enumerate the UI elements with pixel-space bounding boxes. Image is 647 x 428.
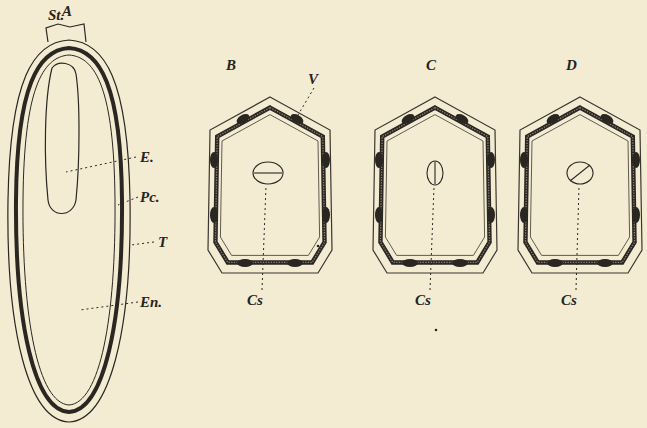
part-label: Pc. bbox=[140, 190, 160, 205]
figure-letter: B bbox=[226, 58, 236, 73]
part-label: Cs bbox=[415, 293, 431, 308]
part-label: V bbox=[308, 72, 318, 87]
figure-letter: C bbox=[426, 58, 436, 73]
figure-letter: D bbox=[566, 58, 577, 73]
part-label: E. bbox=[140, 150, 154, 165]
part-label: En. bbox=[140, 295, 162, 310]
part-label: Cs bbox=[247, 293, 263, 308]
part-label: Cs bbox=[561, 293, 577, 308]
part-label: St. bbox=[48, 8, 64, 23]
part-label: T bbox=[158, 235, 167, 250]
